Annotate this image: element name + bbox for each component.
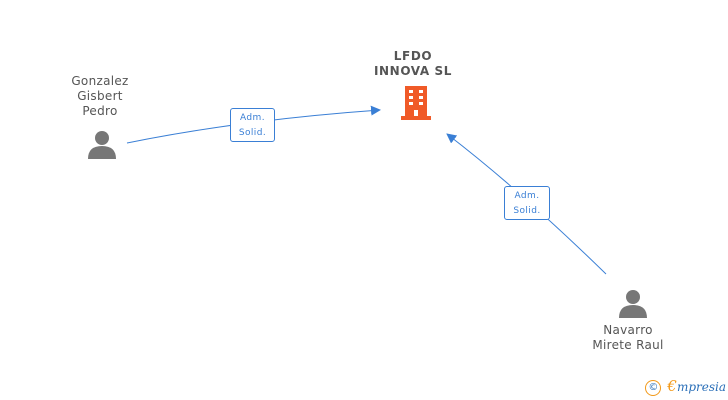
person-name-line2: Mirete Raul	[592, 338, 664, 352]
role-line1: Adm.	[240, 113, 265, 123]
empresia-watermark[interactable]: © €mpresia	[645, 376, 726, 396]
brand-name: mpresia	[676, 380, 726, 394]
company-name-line1: LFDO	[393, 49, 433, 63]
person-name-line1: Gonzalez	[71, 74, 129, 88]
person-name-line3: Pedro	[82, 104, 118, 118]
company-name[interactable]: LFDO INNOVA SL	[358, 49, 468, 79]
person-name-line2: Gisbert	[77, 89, 123, 103]
role-line1: Adm.	[514, 191, 540, 201]
person-name-line1: Navarro	[603, 323, 653, 337]
person-name-navarro[interactable]: Navarro Mirete Raul	[578, 323, 678, 353]
role-line2: Solid.	[238, 128, 267, 138]
role-line2: Solid.	[513, 206, 541, 216]
brand-initial: €	[667, 377, 677, 395]
building-icon[interactable]	[399, 84, 433, 122]
relation-label-gonzalez[interactable]: Adm. Solid.	[230, 108, 275, 142]
company-name-line2: INNOVA SL	[373, 64, 453, 78]
person-icon[interactable]	[87, 130, 117, 160]
copyright-icon: ©	[645, 379, 662, 396]
relation-label-navarro[interactable]: Adm. Solid.	[504, 186, 550, 220]
person-name-gonzalez[interactable]: Gonzalez Gisbert Pedro	[50, 74, 150, 119]
person-icon[interactable]	[618, 289, 648, 319]
